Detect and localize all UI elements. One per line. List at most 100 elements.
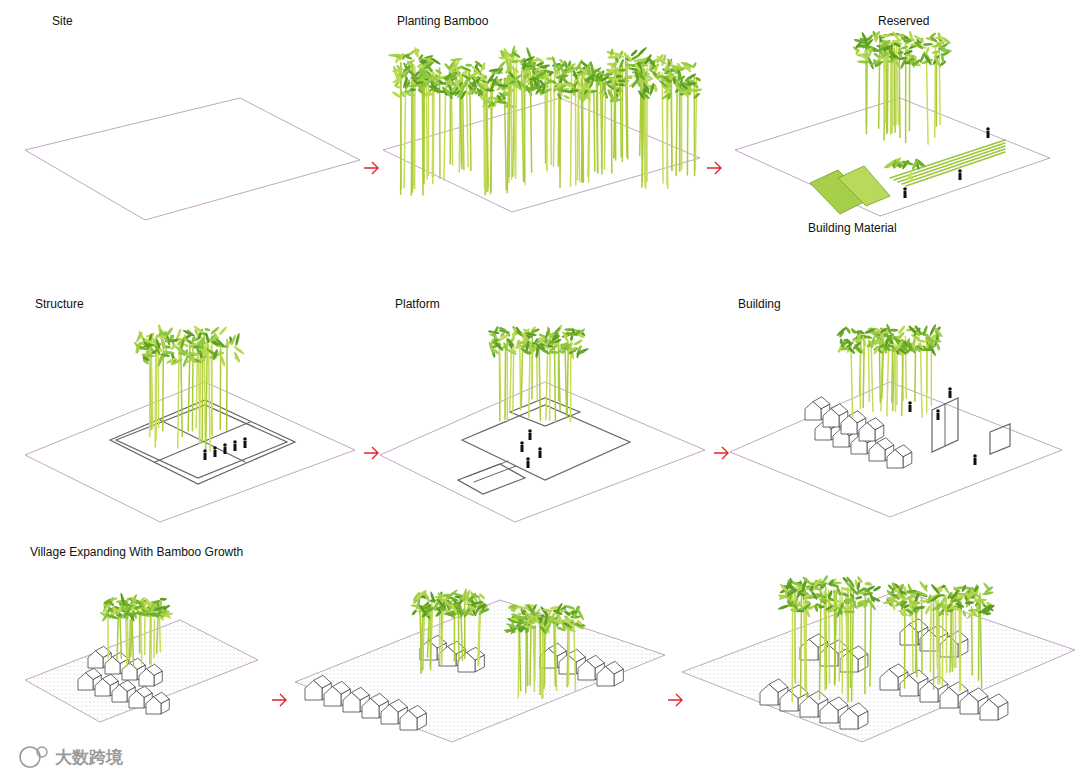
platform-slat — [474, 466, 516, 482]
house — [859, 418, 884, 441]
bamboo-culm — [852, 593, 854, 702]
bamboo-culm — [411, 64, 413, 195]
bamboo-leaf — [230, 334, 237, 346]
bamboo-culm — [574, 625, 576, 691]
bamboo-leaf — [233, 351, 241, 363]
bamboo-leaf — [677, 72, 681, 82]
bamboo-leaf — [931, 43, 942, 48]
bamboo-leaf — [614, 78, 620, 86]
bamboo-leaf — [467, 89, 474, 96]
bamboo-leaf — [885, 323, 892, 335]
bamboo-culm — [546, 74, 547, 169]
bamboo-leaf — [523, 625, 532, 630]
bamboo-leaf — [568, 347, 578, 355]
bamboo-leaf — [895, 339, 905, 352]
person-body — [214, 450, 217, 457]
bamboo-leaf — [478, 592, 485, 599]
bamboo-leaf — [414, 47, 419, 58]
bamboo-leaf — [220, 355, 226, 367]
bamboo-leaf — [135, 331, 143, 343]
bamboo-leaf — [864, 328, 875, 335]
bamboo-leaf — [646, 56, 656, 68]
bamboo-culm — [851, 343, 853, 417]
bamboo-leaf — [489, 346, 500, 355]
bamboo-culm — [891, 345, 893, 402]
bamboo-culm — [412, 66, 414, 188]
house-front — [362, 698, 379, 718]
bamboo-leaf — [136, 611, 147, 617]
person-body — [904, 191, 907, 198]
house — [840, 703, 868, 729]
bamboo-leaf — [935, 36, 947, 40]
house-front — [980, 699, 998, 720]
bamboo-leaf — [392, 68, 404, 73]
bamboo-leaf — [161, 333, 170, 344]
bamboo-culm — [512, 344, 514, 414]
bamboo-leaf — [618, 59, 624, 70]
bamboo-leaf — [120, 592, 126, 606]
person-body — [949, 391, 952, 398]
bamboo-leaf — [429, 80, 435, 89]
bamboo-leaf — [512, 73, 522, 82]
scaffold-pole — [945, 404, 946, 446]
step-arrow — [364, 162, 378, 174]
bamboo-culm — [504, 347, 506, 419]
house-front — [780, 690, 798, 711]
bamboo-leaf — [395, 56, 400, 63]
house — [840, 646, 868, 672]
house-front — [597, 666, 614, 686]
bamboo-leaf — [573, 339, 583, 346]
bamboo-leaf — [888, 339, 894, 345]
house — [139, 664, 162, 686]
bamboo-leaf — [419, 69, 428, 73]
bamboo-culm — [565, 345, 567, 416]
person-head — [526, 457, 530, 461]
bamboo-leaf — [862, 336, 867, 347]
bamboo-leaf — [850, 328, 856, 335]
bamboo-leaf — [123, 599, 131, 611]
house-front — [940, 687, 958, 708]
person-head — [213, 446, 217, 450]
cut-culm — [894, 143, 1005, 180]
bamboo-leaf — [854, 41, 862, 50]
bamboo-leaf — [450, 57, 463, 61]
bamboo-leaf — [555, 74, 569, 79]
bamboo-leaf — [152, 599, 161, 604]
bamboo-leaf — [556, 63, 565, 72]
bamboo-culm — [127, 614, 129, 660]
bamboo-leaf — [534, 85, 544, 93]
bamboo-leaf — [888, 51, 900, 60]
bamboo-leaf — [515, 326, 522, 336]
person-body — [527, 461, 530, 468]
bamboo-leaf — [556, 65, 565, 71]
bamboo-culm — [150, 615, 152, 665]
bamboo-leaf — [913, 40, 923, 50]
bamboo-leaf — [393, 80, 400, 87]
house-front — [841, 416, 857, 434]
bamboo-leaf — [512, 82, 523, 92]
bamboo-culm — [570, 347, 572, 422]
bamboo-leaf — [902, 161, 911, 164]
bamboo-culm — [428, 614, 430, 658]
bamboo-leaf — [198, 340, 206, 349]
bamboo-culm — [594, 90, 595, 171]
bamboo-leaf — [542, 608, 553, 613]
bamboo-leaf — [199, 357, 206, 361]
bamboo-leaf — [911, 160, 919, 171]
bamboo-leaf — [437, 596, 447, 604]
bamboo-leaf — [695, 76, 702, 82]
bamboo-leaf — [501, 79, 512, 89]
bamboo-leaf — [598, 91, 607, 97]
bamboo-leaf — [693, 92, 701, 99]
bamboo-leaf — [923, 43, 934, 46]
bamboo-leaf — [881, 52, 889, 58]
bamboo-culm — [120, 615, 121, 659]
bamboo-leaf — [400, 90, 406, 98]
bamboo-culm — [428, 73, 430, 176]
bamboo-leaf — [461, 588, 468, 602]
bamboo-leaf — [941, 49, 952, 52]
bamboo-leaf — [539, 346, 546, 350]
house-front — [880, 669, 898, 690]
bamboo-culm — [863, 335, 864, 407]
bamboo-leaf — [597, 70, 607, 78]
